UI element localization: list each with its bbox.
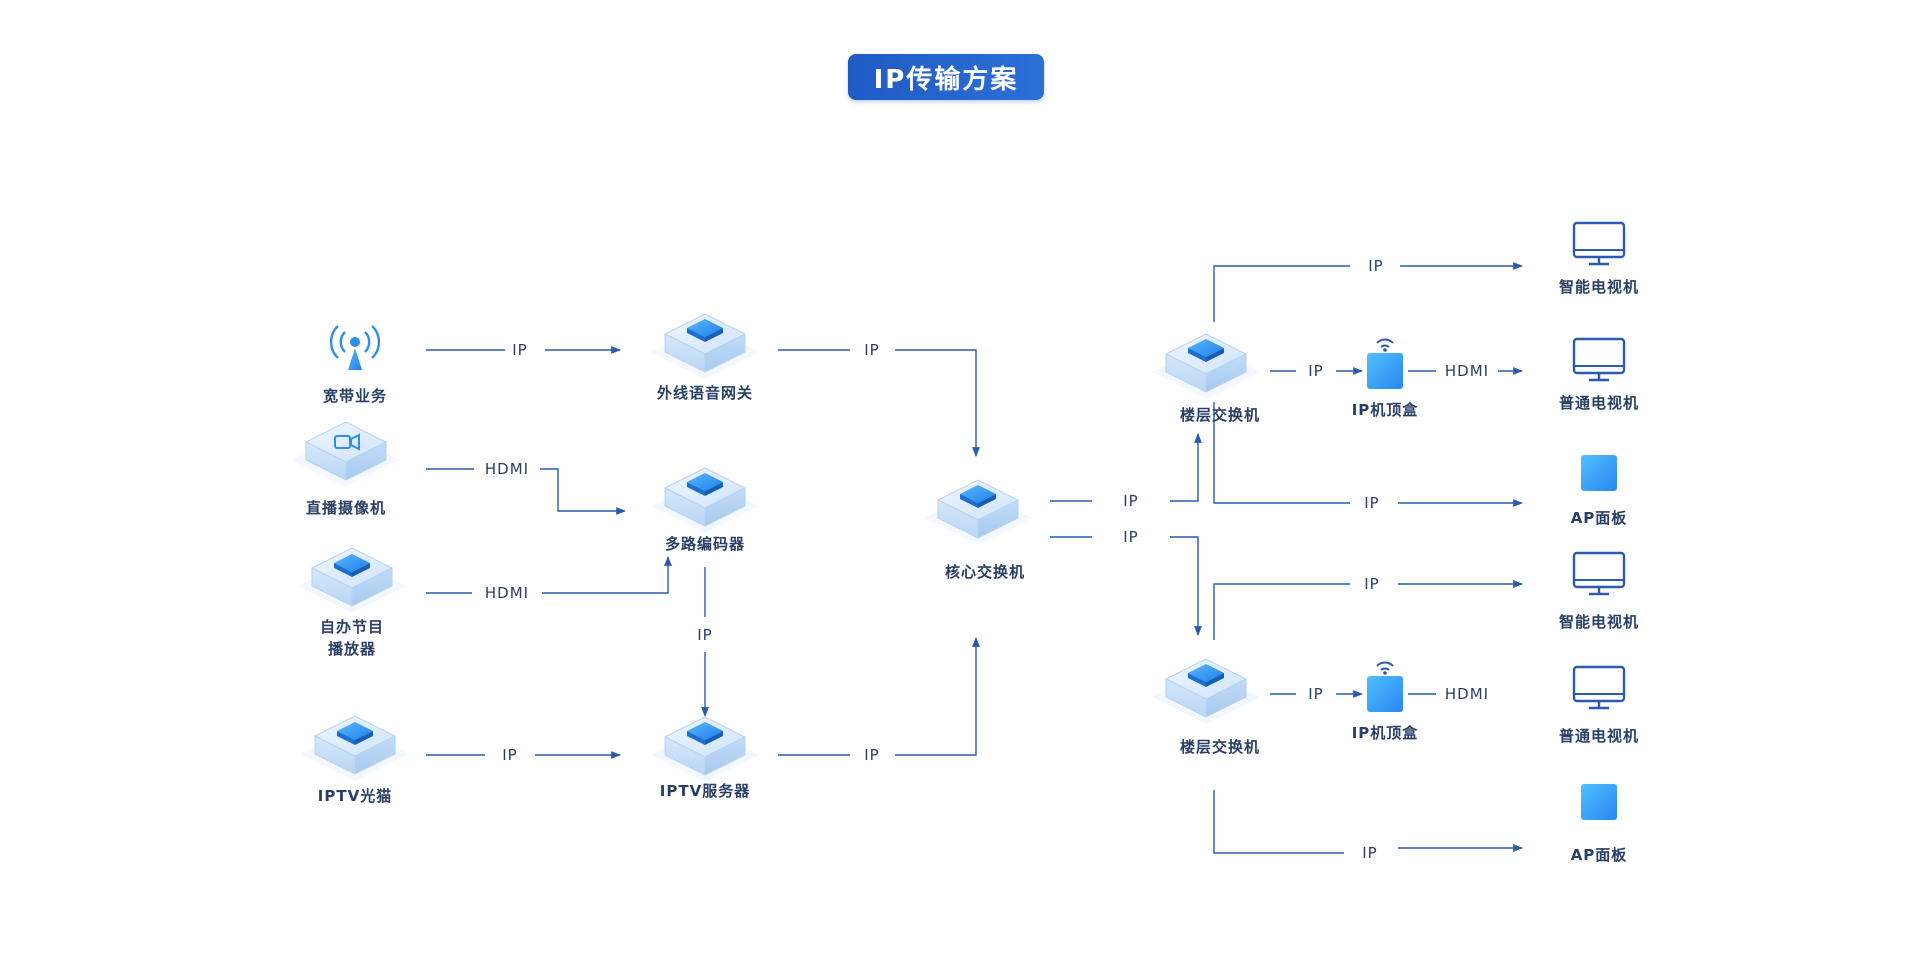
label-smart-tv-1: 智能电视机 bbox=[1559, 278, 1639, 296]
monitor-icon bbox=[1572, 337, 1626, 382]
node-player: 自办节目 播放器 bbox=[297, 547, 407, 658]
monitor-icon bbox=[1572, 221, 1626, 266]
monitor-icon bbox=[1572, 665, 1626, 710]
node-floor-switch-2: 楼层交换机 bbox=[1151, 658, 1261, 756]
edge-arrow bbox=[1170, 433, 1202, 502]
device-box-icon bbox=[923, 479, 1033, 546]
edge-line bbox=[1213, 265, 1350, 322]
node-iptv-modem: IPTV光猫 bbox=[300, 715, 410, 805]
label-encoder: 多路编码器 bbox=[665, 535, 745, 553]
label-floor-switch-2: 楼层交换机 bbox=[1180, 738, 1260, 756]
edge-label-camera-encoder: HDMI bbox=[485, 460, 529, 478]
label-player-line1: 自办节目 bbox=[320, 618, 384, 636]
node-stb-1: IP机顶盒 bbox=[1352, 338, 1419, 419]
edge-line bbox=[1213, 583, 1350, 640]
node-core-switch: 核心交换机 bbox=[923, 479, 1033, 581]
edge-label-floor2-ap: IP bbox=[1362, 844, 1377, 862]
label-broadband: 宽带业务 bbox=[322, 387, 387, 405]
edge-arrow bbox=[895, 349, 980, 457]
label-camera: 直播摄像机 bbox=[306, 499, 386, 517]
device-box-icon bbox=[650, 313, 760, 380]
device-box-icon bbox=[650, 467, 760, 534]
label-iptv-modem: IPTV光猫 bbox=[318, 787, 392, 805]
edge-line bbox=[1213, 402, 1350, 504]
device-box-icon bbox=[650, 716, 760, 783]
antenna-icon bbox=[329, 325, 381, 370]
device-box-icon bbox=[1151, 658, 1261, 725]
label-stb-2: IP机顶盒 bbox=[1352, 724, 1419, 742]
edge-label-core-floor2: IP bbox=[1123, 528, 1138, 546]
wifi-box-icon bbox=[1367, 661, 1403, 712]
edge-label-player-encoder: HDMI bbox=[485, 584, 529, 602]
edge-label-modem-server: IP bbox=[502, 746, 517, 764]
label-floor-switch-1: 楼层交换机 bbox=[1180, 406, 1260, 424]
node-encoder: 多路编码器 bbox=[650, 467, 760, 553]
edge-label-core-floor1: IP bbox=[1123, 492, 1138, 510]
node-camera: 直播摄像机 bbox=[291, 421, 401, 517]
node-normal-tv-2: 普通电视机 bbox=[1559, 665, 1639, 745]
edge-label-floor1-stb: IP bbox=[1308, 362, 1323, 380]
label-core-switch: 核心交换机 bbox=[945, 563, 1025, 581]
edge-label-server-core: IP bbox=[864, 746, 879, 764]
node-normal-tv-1: 普通电视机 bbox=[1559, 337, 1639, 412]
node-ap-1: AP面板 bbox=[1571, 455, 1628, 527]
edge-label-floor1-smarttv: IP bbox=[1368, 257, 1383, 275]
camera-box-icon bbox=[291, 421, 401, 488]
node-broadband: 宽带业务 bbox=[322, 325, 387, 405]
label-smart-tv-2: 智能电视机 bbox=[1559, 613, 1639, 631]
panel-icon bbox=[1581, 455, 1617, 491]
node-floor-switch-1: 楼层交换机 bbox=[1151, 333, 1261, 424]
edge-label-floor2-smarttv: IP bbox=[1364, 575, 1379, 593]
device-box-icon bbox=[297, 547, 407, 614]
node-ap-2: AP面板 bbox=[1571, 784, 1628, 864]
label-normal-tv-1: 普通电视机 bbox=[1559, 394, 1639, 412]
panel-icon bbox=[1581, 784, 1617, 820]
edge-arrow bbox=[540, 468, 626, 515]
edge-arrow bbox=[542, 556, 672, 594]
label-stb-1: IP机顶盒 bbox=[1352, 401, 1419, 419]
node-voice-gateway: 外线语音网关 bbox=[650, 313, 760, 402]
label-player-line2: 播放器 bbox=[328, 640, 376, 658]
node-smart-tv-1: 智能电视机 bbox=[1559, 221, 1639, 296]
monitor-icon bbox=[1572, 551, 1626, 596]
edge-arrow bbox=[895, 637, 980, 756]
node-smart-tv-2: 智能电视机 bbox=[1559, 551, 1639, 631]
label-ap-2: AP面板 bbox=[1571, 846, 1628, 864]
edge-label-floor1-ap: IP bbox=[1364, 494, 1379, 512]
wifi-box-icon bbox=[1367, 338, 1403, 389]
edge-label-floor2-stb: IP bbox=[1308, 685, 1323, 703]
label-normal-tv-2: 普通电视机 bbox=[1559, 727, 1639, 745]
label-voice-gateway: 外线语音网关 bbox=[656, 384, 753, 402]
page-title: IP传输方案 bbox=[873, 64, 1019, 95]
label-iptv-server: IPTV服务器 bbox=[660, 782, 750, 800]
edge-line bbox=[1213, 790, 1344, 854]
device-box-icon bbox=[1151, 333, 1261, 400]
device-box-icon bbox=[300, 715, 410, 782]
title-badge: IP传输方案 bbox=[848, 54, 1044, 100]
edge-label-stb1-tv: HDMI bbox=[1445, 362, 1489, 380]
edge-label-broadband-gateway: IP bbox=[512, 341, 527, 359]
edge-arrow bbox=[1170, 536, 1202, 636]
label-ap-1: AP面板 bbox=[1571, 509, 1628, 527]
edge-label-encoder-server: IP bbox=[697, 626, 712, 644]
node-stb-2: IP机顶盒 bbox=[1352, 661, 1419, 742]
edge-label-gateway-core: IP bbox=[864, 341, 879, 359]
edge-label-stb2-tv: HDMI bbox=[1445, 685, 1489, 703]
node-iptv-server: IPTV服务器 bbox=[650, 716, 760, 800]
